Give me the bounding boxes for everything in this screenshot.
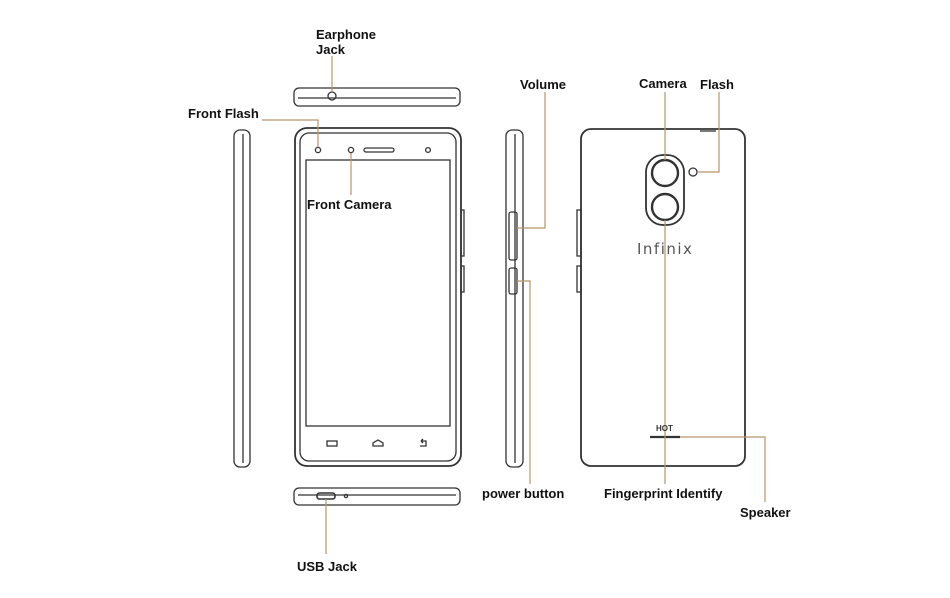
- earphone-jack-hole: [328, 92, 336, 100]
- proximity-sensor: [426, 148, 431, 153]
- label-front-flash: Front Flash: [188, 106, 259, 121]
- label-camera: Camera: [639, 76, 687, 91]
- power-key: [509, 268, 517, 294]
- fingerprint-sensor: [652, 194, 678, 220]
- label-flash: Flash: [700, 77, 734, 92]
- back-view: [577, 129, 745, 466]
- front-camera-dot: [348, 147, 353, 152]
- label-earphone-jack-line1: Earphone: [316, 27, 376, 42]
- earpiece: [364, 148, 394, 152]
- usb-port: [317, 493, 335, 499]
- brand-logo-text: Infinix: [637, 240, 693, 258]
- left-side-view: [234, 130, 250, 467]
- label-fingerprint-identify: Fingerprint Identify: [604, 486, 722, 501]
- rear-flash: [689, 168, 697, 176]
- microphone-hole: [344, 494, 347, 497]
- back-key: [420, 439, 426, 446]
- home-key: [373, 440, 383, 446]
- recent-apps-key: [327, 441, 337, 446]
- camera-lens: [652, 160, 678, 186]
- top-edge-view: [294, 88, 460, 106]
- flash-leader: [697, 92, 719, 172]
- label-usb-jack: USB Jack: [297, 559, 357, 574]
- label-earphone-jack-line2: Jack: [316, 42, 345, 57]
- volume-rocker: [509, 212, 517, 260]
- bottom-edge-view: [294, 488, 460, 505]
- label-volume: Volume: [520, 77, 566, 92]
- front-flash-dot: [315, 147, 320, 152]
- model-label: HOT: [656, 424, 673, 433]
- leader-lines: [262, 56, 765, 554]
- front-view: [295, 128, 464, 466]
- right-side-view: [506, 130, 523, 467]
- label-speaker: Speaker: [740, 505, 791, 520]
- camera-module: [646, 155, 684, 225]
- label-power-button: power button: [482, 486, 564, 501]
- label-front-camera: Front Camera: [307, 197, 392, 212]
- volume-leader: [517, 92, 545, 228]
